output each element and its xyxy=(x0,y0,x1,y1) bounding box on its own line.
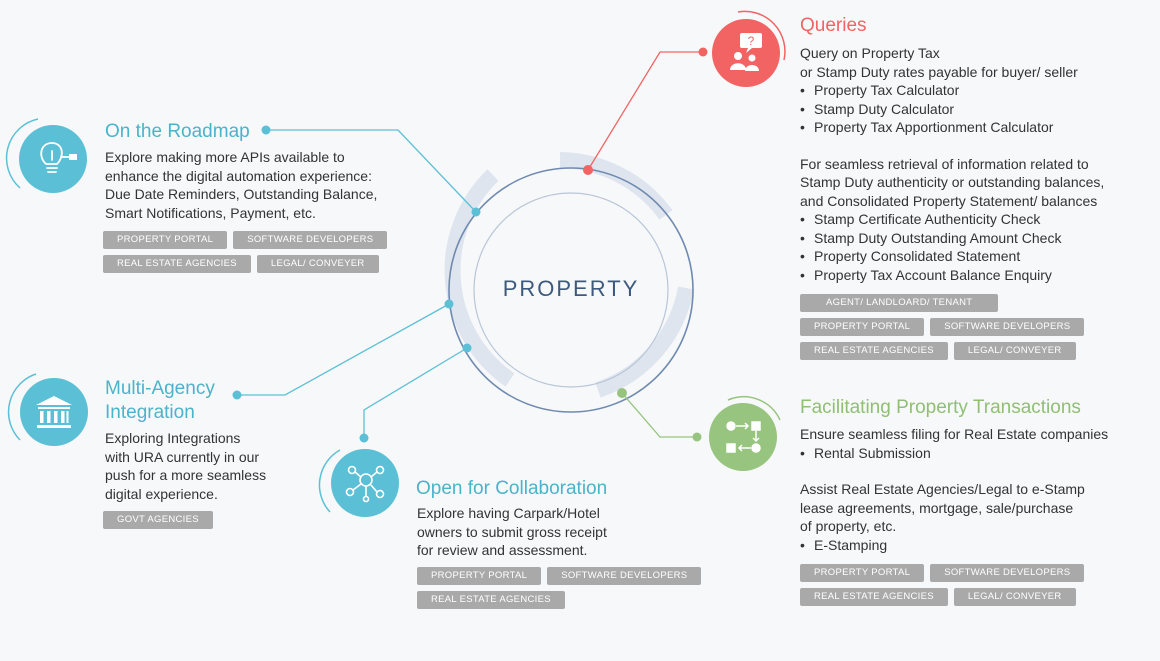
queries-description: Query on Property Tax or Stamp Duty rate… xyxy=(800,44,1104,284)
queries-intro-line: Query on Property Tax xyxy=(800,45,940,61)
transactions-icon-badge xyxy=(709,396,781,471)
queries-calculators-list: Property Tax Calculator Stamp Duty Calcu… xyxy=(800,81,1104,137)
tag: REAL ESTATE AGENCIES xyxy=(800,342,948,360)
connector-dot-collaboration-ring xyxy=(462,343,472,353)
tag: PROPERTY PORTAL xyxy=(800,564,925,582)
connector-roadmap xyxy=(266,129,477,213)
tag: REAL ESTATE AGENCIES xyxy=(800,588,948,606)
queries-intro-line: or Stamp Duty rates payable for buyer/ s… xyxy=(800,63,1078,80)
connector-dot-collaboration-end xyxy=(359,433,369,443)
list-item: Property Tax Calculator xyxy=(800,81,1104,100)
queries-intro2-line: Stamp Duty authenticity or outstanding b… xyxy=(800,174,1105,190)
list-item: Property Tax Apportionment Calculator xyxy=(800,118,1104,137)
tag: REAL ESTATE AGENCIES xyxy=(417,591,565,609)
queries-tags: AGENT/ LANDLOARD/ TENANT PROPERTY PORTAL… xyxy=(800,294,1085,366)
queries-checks-list: Stamp Certificate Authenticity Check Sta… xyxy=(800,210,1104,284)
multiagency-line: push for a more seamless xyxy=(105,467,267,483)
transactions-intro2-line: of property, etc. xyxy=(800,518,897,534)
connector-dot-multiagency-end xyxy=(232,390,242,400)
roadmap-line: enhance the digital automation experienc… xyxy=(105,167,372,184)
multiagency-title-line: Multi-Agency xyxy=(105,378,215,399)
multiagency-tags: GOVT AGENCIES xyxy=(103,511,213,535)
multiagency-line: with URA currently in our xyxy=(105,448,260,465)
transactions-intro2-line: lease agreements, mortgage, sale/purchas… xyxy=(800,499,1074,516)
tag: PROPERTY PORTAL xyxy=(800,318,925,336)
connector-dot-roadmap-ring xyxy=(471,207,481,217)
government-building-icon xyxy=(36,396,72,428)
collaboration-line: owners to submit gross receipt xyxy=(417,523,607,540)
list-item: Rental Submission xyxy=(800,444,1108,463)
tag: REAL ESTATE AGENCIES xyxy=(103,255,251,273)
svg-text:?: ? xyxy=(748,34,755,48)
connector-transactions xyxy=(621,392,697,438)
collaboration-description: Explore having Carpark/Hotel owners to s… xyxy=(417,504,607,560)
tag: AGENT/ LANDLOARD/ TENANT xyxy=(800,294,999,312)
roadmap-line: Smart Notifications, Payment, etc. xyxy=(105,204,316,221)
ring-arc-left xyxy=(444,169,515,387)
tag: LEGAL/ CONVEYER xyxy=(256,255,379,273)
queries-intro2-line: For seamless retrieval of information re… xyxy=(800,155,1089,172)
transactions-description: Ensure seamless filing for Real Estate c… xyxy=(800,425,1108,554)
list-item: Stamp Duty Calculator xyxy=(800,100,1104,119)
queries-icon-badge: ? xyxy=(712,10,786,87)
collaboration-tags: PROPERTY PORTAL SOFTWARE DEVELOPERS REAL… xyxy=(417,567,702,615)
connector-collaboration xyxy=(363,347,468,438)
lightbulb-icon xyxy=(40,142,77,173)
tag: LEGAL/ CONVEYER xyxy=(953,588,1076,606)
queries-title: Queries xyxy=(800,15,867,36)
collaboration-icon-badge xyxy=(318,449,399,517)
list-item: Stamp Duty Outstanding Amount Check xyxy=(800,229,1104,248)
transactions-intro2-line: Assist Real Estate Agencies/Legal to e-S… xyxy=(800,481,1085,497)
tag: PROPERTY PORTAL xyxy=(417,567,542,585)
roadmap-description: Explore making more APIs available to en… xyxy=(105,148,377,222)
connector-dot-transactions-end xyxy=(692,432,702,442)
transactions-tags: PROPERTY PORTAL SOFTWARE DEVELOPERS REAL… xyxy=(800,564,1085,612)
list-item: Stamp Certificate Authenticity Check xyxy=(800,210,1104,229)
queries-intro2-line: and Consolidated Property Statement/ bal… xyxy=(800,192,1098,209)
center-label: PROPERTY xyxy=(502,276,640,301)
roadmap-line: Explore making more APIs available to xyxy=(105,149,345,165)
connector-queries xyxy=(587,51,703,171)
roadmap-tags: PROPERTY PORTAL SOFTWARE DEVELOPERS REAL… xyxy=(103,231,388,279)
collaboration-line: Explore having Carpark/Hotel xyxy=(417,505,600,521)
connector-dot-queries-end xyxy=(698,47,708,57)
transactions-list-2: E-Stamping xyxy=(800,536,1108,555)
connector-dot-transactions-ring xyxy=(617,388,627,398)
tag: SOFTWARE DEVELOPERS xyxy=(547,567,702,585)
list-item: Property Consolidated Statement xyxy=(800,247,1104,266)
roadmap-title: On the Roadmap xyxy=(105,121,250,142)
workflow-icon xyxy=(726,421,761,453)
tag: SOFTWARE DEVELOPERS xyxy=(233,231,388,249)
tag: PROPERTY PORTAL xyxy=(103,231,228,249)
transactions-intro-line: Ensure seamless filing for Real Estate c… xyxy=(800,426,1109,442)
multiagency-line: digital experience. xyxy=(105,485,218,502)
list-item: E-Stamping xyxy=(800,536,1108,555)
roadmap-icon-badge xyxy=(5,118,87,193)
connector-dot-multiagency-ring xyxy=(444,299,454,309)
collaboration-title: Open for Collaboration xyxy=(416,478,608,499)
question-people-icon: ? xyxy=(730,33,762,71)
outer-ring xyxy=(448,167,694,413)
list-item: Property Tax Account Balance Enquiry xyxy=(800,266,1104,285)
transactions-title: Facilitating Property Transactions xyxy=(800,397,1081,418)
tag: SOFTWARE DEVELOPERS xyxy=(930,564,1085,582)
connector-dot-roadmap-end xyxy=(261,125,271,135)
tag: LEGAL/ CONVEYER xyxy=(953,342,1076,360)
multiagency-line: Exploring Integrations xyxy=(105,430,241,446)
transactions-list-1: Rental Submission xyxy=(800,444,1108,463)
connector-multiagency xyxy=(237,303,450,396)
multiagency-title: Multi-Agency Integration xyxy=(105,377,215,425)
ring-arc-right xyxy=(595,286,694,398)
multiagency-title-line: Integration xyxy=(105,402,195,423)
tag: GOVT AGENCIES xyxy=(103,511,213,529)
collaboration-line: for review and assessment. xyxy=(417,542,588,558)
inner-ring xyxy=(473,192,669,388)
connector-dot-queries-ring xyxy=(583,165,593,175)
network-icon xyxy=(345,465,385,503)
multiagency-icon-badge xyxy=(7,373,88,446)
tag: SOFTWARE DEVELOPERS xyxy=(930,318,1085,336)
roadmap-line: Due Date Reminders, Outstanding Balance, xyxy=(105,186,378,202)
multiagency-description: Exploring Integrations with URA currentl… xyxy=(105,429,266,503)
